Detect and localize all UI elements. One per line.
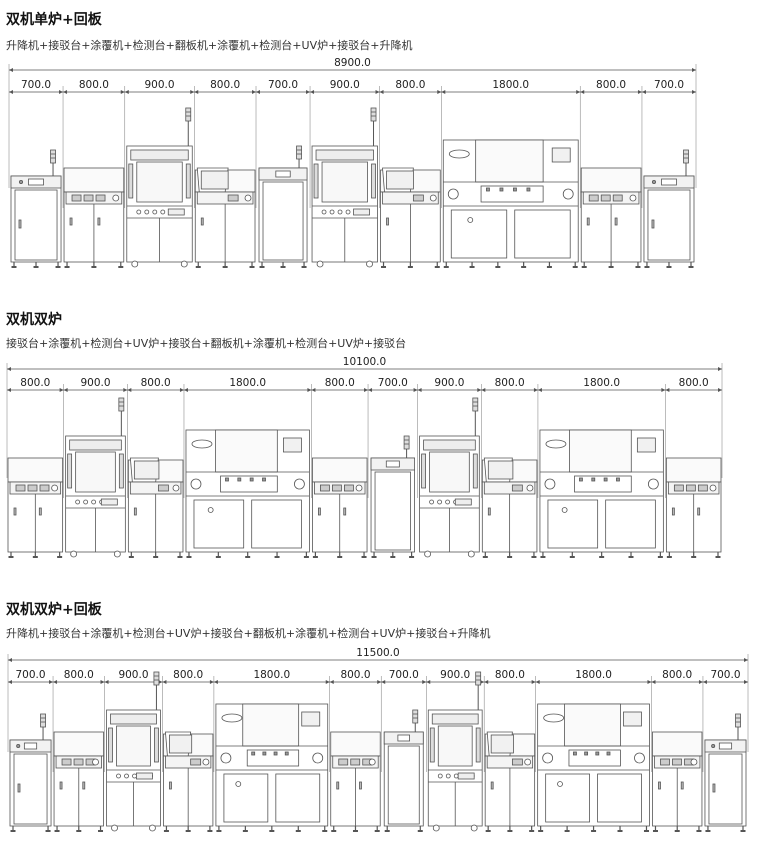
machine-inspect (194, 167, 256, 268)
machine-inspect (484, 731, 536, 832)
segment-length-label: 900.0 (80, 377, 110, 389)
segment-length-label: 700.0 (21, 79, 51, 91)
machine-coater (427, 671, 483, 832)
machine-uv (537, 703, 650, 832)
machine-coater (311, 107, 378, 268)
section-subtitle: 升降机+接驳台+涂覆机+检测台+UV炉+接驳台+翻板机+涂覆机+检测台+UV炉+… (6, 627, 491, 640)
segment-length-label: 1800.0 (253, 669, 290, 681)
segment-length-label: 700.0 (654, 79, 684, 91)
machine-lift (643, 149, 695, 268)
machine-flipper (383, 709, 424, 832)
machine-conveyor (330, 731, 381, 832)
total-length-label: 8900.0 (334, 57, 371, 69)
equipment-line-drawing: 11500.0 700.0 800.0 900.0 800.0 1800.0 800.0 70… (7, 647, 749, 832)
segment-length-label: 900.0 (144, 79, 174, 91)
equipment-line-drawing: 8900.0 700.0 800.0 900.0 800.0 700.0 900.0 800.… (8, 57, 697, 268)
machine-conveyor (665, 457, 722, 558)
machine-conveyor (7, 457, 64, 558)
segment-length-label: 700.0 (389, 669, 419, 681)
segment-length-label: 900.0 (434, 377, 464, 389)
section-title: 双机双炉+回板 (6, 602, 102, 618)
equipment-line-drawing: 10100.0 800.0 900.0 800.0 1800.0 800.0 700.0 90… (6, 356, 723, 558)
machine-uv (539, 429, 664, 558)
machine-uv (185, 429, 310, 558)
section-title: 双机单炉+回板 (6, 12, 102, 28)
segment-length-label: 800.0 (173, 669, 203, 681)
machine-coater (126, 107, 193, 268)
segment-length-label: 800.0 (325, 377, 355, 389)
machine-uv (442, 139, 579, 268)
segment-length-label: 800.0 (79, 79, 109, 91)
section-title: 双机双炉 (6, 312, 62, 328)
machine-coater (65, 397, 126, 558)
machine-lift (704, 713, 747, 832)
segment-length-label: 1800.0 (492, 79, 529, 91)
section-subtitle: 接驳台+涂覆机+检测台+UV炉+接驳台+翻板机+涂覆机+检测台+UV炉+接驳台 (6, 337, 407, 350)
machine-inspect (481, 457, 538, 558)
segment-length-label: 800.0 (395, 79, 425, 91)
machine-conveyor (63, 167, 125, 268)
machine-uv (215, 703, 329, 832)
machine-inspect (127, 457, 184, 558)
segment-length-label: 800.0 (210, 79, 240, 91)
segment-length-label: 1800.0 (583, 377, 620, 389)
layout-section-3: 双机双炉+回板 升降机+接驳台+涂覆机+检测台+UV炉+接驳台+翻板机+涂覆机+… (0, 590, 762, 841)
machine-conveyor (652, 731, 703, 832)
machine-inspect (163, 731, 214, 832)
layout-section-2: 双机双炉 接驳台+涂覆机+检测台+UV炉+接驳台+翻板机+涂覆机+检测台+UV炉… (0, 300, 762, 570)
section-subtitle: 升降机+接驳台+涂覆机+检测台+翻板机+涂覆机+检测台+UV炉+接驳台+升降机 (6, 39, 413, 52)
segment-length-label: 800.0 (340, 669, 370, 681)
segment-length-label: 800.0 (679, 377, 709, 389)
layout-section-1: 双机单炉+回板 升降机+接驳台+涂覆机+检测台+翻板机+涂覆机+检测台+UV炉+… (0, 0, 762, 280)
segment-length-label: 800.0 (495, 669, 525, 681)
machine-inspect (380, 167, 441, 268)
machine-conveyor (580, 167, 642, 268)
segment-length-label: 1800.0 (575, 669, 612, 681)
total-length-label: 11500.0 (356, 647, 399, 659)
segment-length-label: 800.0 (20, 377, 50, 389)
machine-lift (9, 713, 52, 832)
segment-length-label: 900.0 (330, 79, 360, 91)
segment-length-label: 800.0 (64, 669, 94, 681)
segment-length-label: 700.0 (378, 377, 408, 389)
segment-length-label: 700.0 (710, 669, 740, 681)
segment-length-label: 900.0 (118, 669, 148, 681)
machine-conveyor (312, 457, 368, 558)
segment-length-label: 900.0 (440, 669, 470, 681)
segment-length-label: 800.0 (596, 79, 626, 91)
segment-length-label: 800.0 (141, 377, 171, 389)
machine-coater (106, 671, 161, 832)
machine-flipper (258, 145, 308, 268)
machine-flipper (370, 435, 415, 558)
segment-length-label: 700.0 (15, 669, 45, 681)
segment-length-label: 1800.0 (229, 377, 266, 389)
segment-length-label: 800.0 (662, 669, 692, 681)
machine-lift (10, 149, 62, 268)
segment-length-label: 700.0 (268, 79, 298, 91)
total-length-label: 10100.0 (343, 356, 386, 368)
machine-conveyor (53, 731, 104, 832)
machine-coater (419, 397, 480, 558)
segment-length-label: 800.0 (495, 377, 525, 389)
